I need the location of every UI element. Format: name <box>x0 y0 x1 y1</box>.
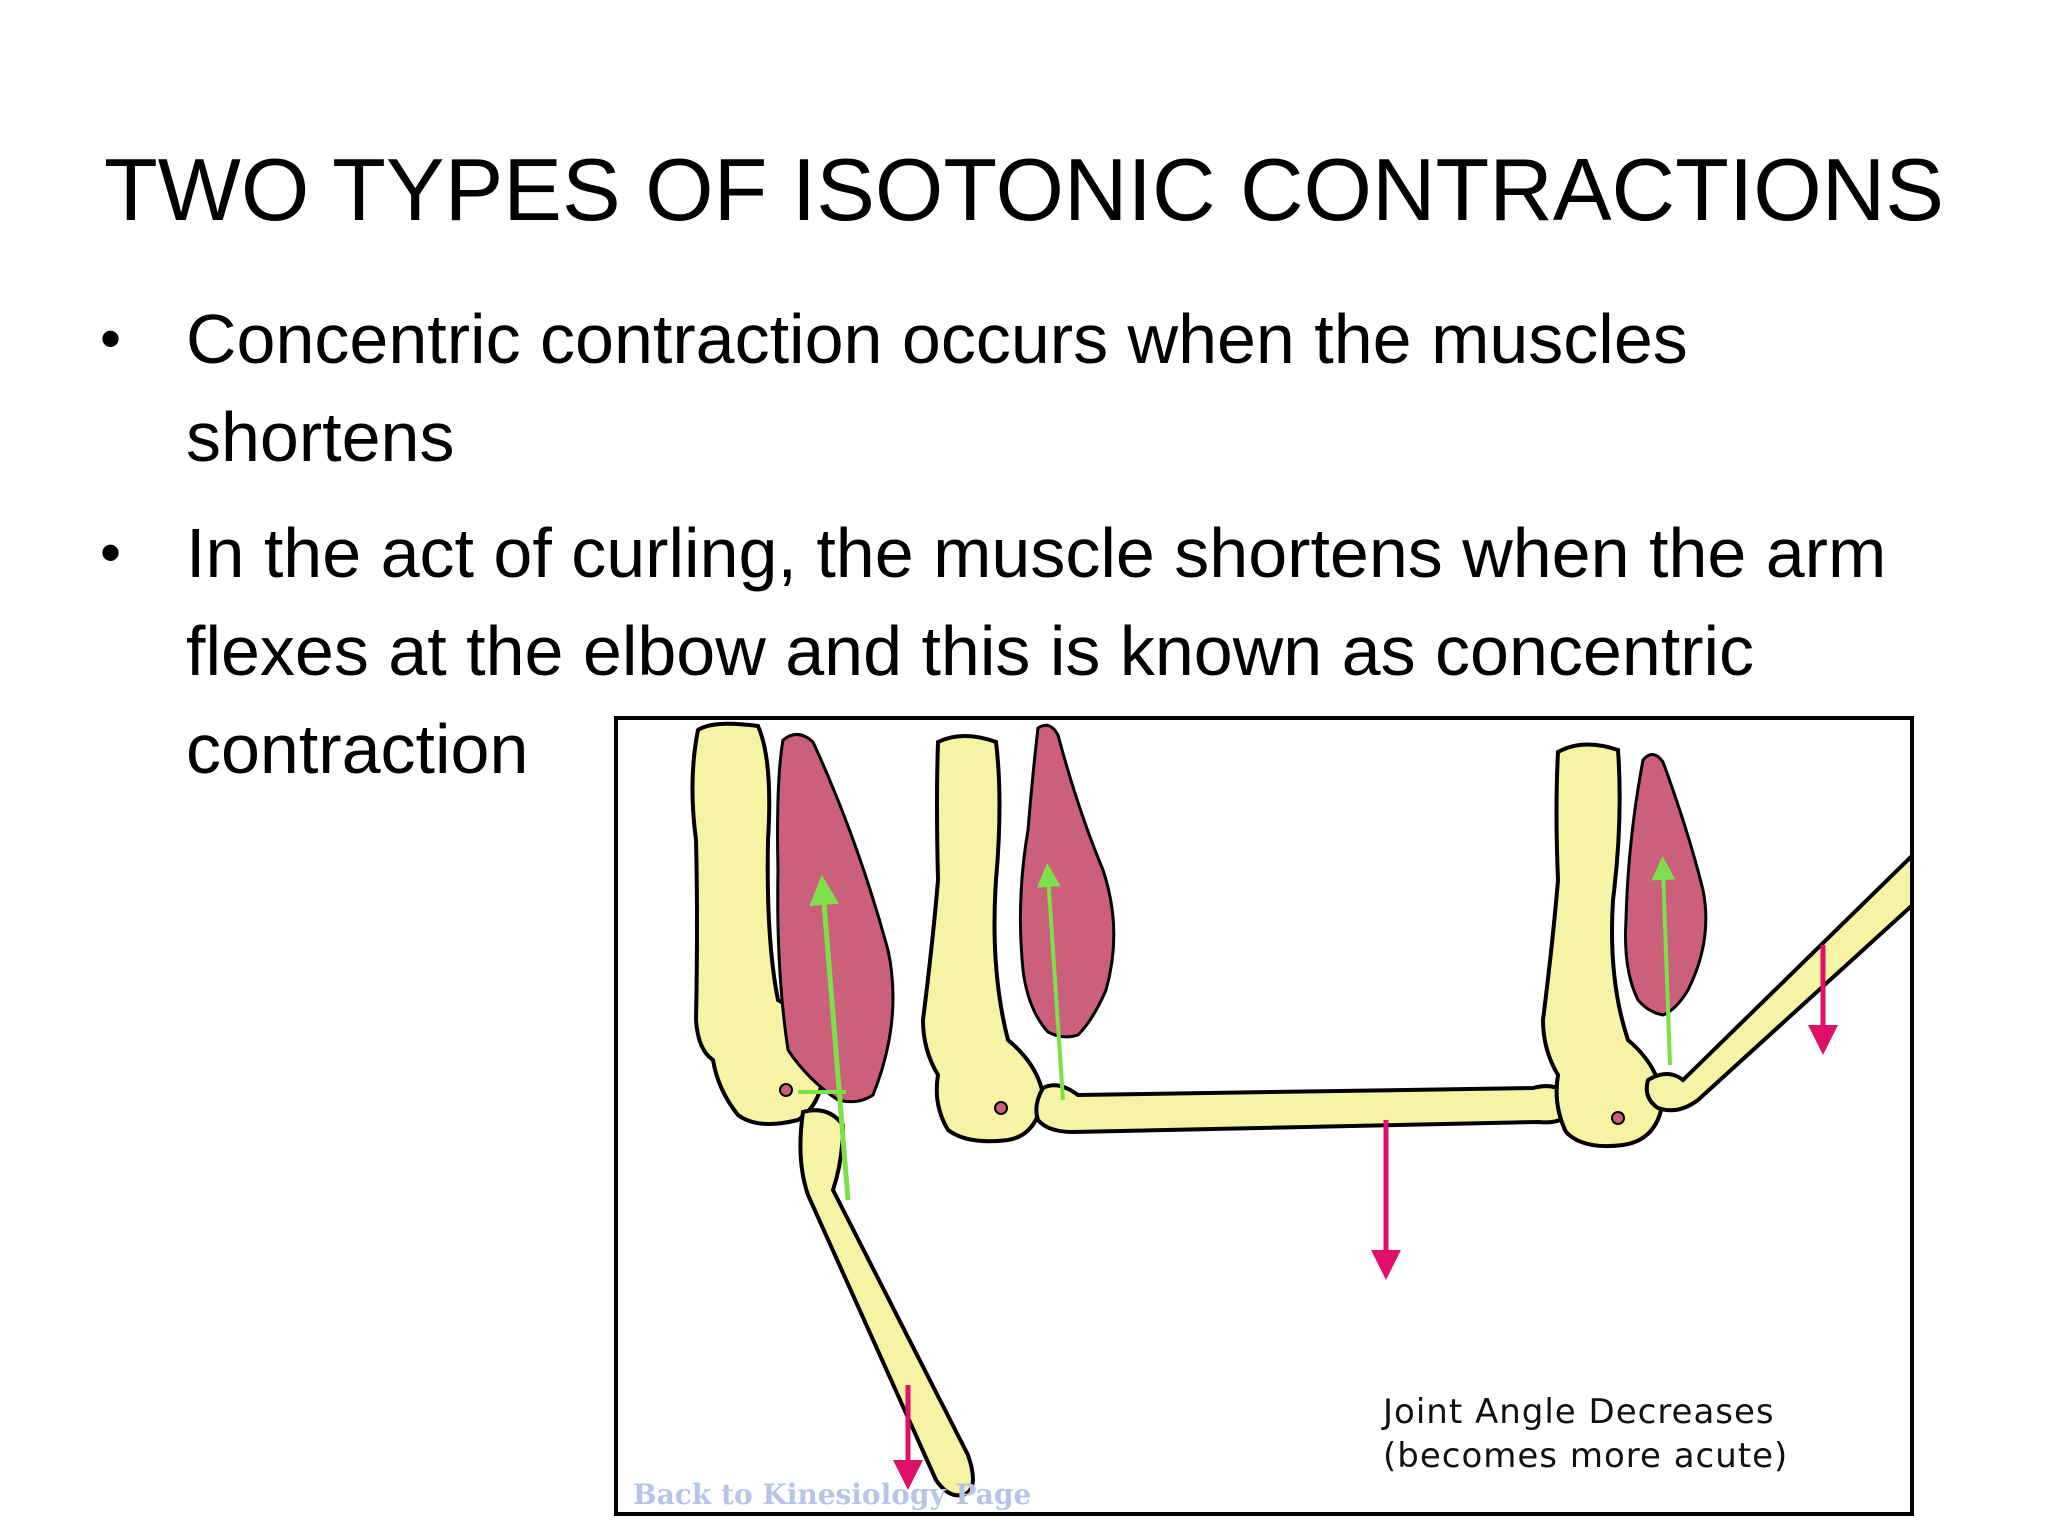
biceps-muscle <box>1018 723 1116 1039</box>
bullet-text-line: Concentric contraction occurs when the m… <box>186 300 1688 378</box>
caption-line: (becomes more acute) <box>1383 1436 1789 1476</box>
diagram-caption: Joint Angle Decreases (becomes more acut… <box>1383 1390 1788 1478</box>
humerus-bone <box>920 734 1046 1144</box>
bullet-text-line: shortens <box>186 398 455 476</box>
elbow-flexion-diagram: Joint Angle Decreases (becomes more acut… <box>614 716 1914 1516</box>
bullet-marker: • <box>100 305 122 372</box>
arm-horizontal <box>920 723 1576 1280</box>
bullet-text-line: contraction <box>186 710 529 788</box>
bullet-item: • In the act of curling, the muscle shor… <box>100 504 2020 798</box>
arm-extended <box>690 721 975 1498</box>
biceps-muscle <box>776 733 895 1104</box>
back-to-kinesiology-link[interactable]: Back to Kinesiology Page <box>633 1478 1032 1511</box>
bullet-text-line: In the act of curling, the muscle shorte… <box>186 514 1887 592</box>
bullet-text-line: flexes at the elbow and this is known as… <box>186 612 1755 690</box>
elbow-flexion-illustration <box>690 721 1910 1498</box>
humerus-bone <box>1540 742 1666 1149</box>
bullet-marker: • <box>100 519 122 586</box>
arm-flexed <box>1540 742 1910 1149</box>
caption-line: Joint Angle Decreases <box>1383 1392 1775 1432</box>
forearm-bone <box>1644 855 1910 1113</box>
bullet-item: • Concentric contraction occurs when the… <box>100 290 2020 486</box>
forearm-bone <box>798 1108 975 1498</box>
slide-title: TWO TYPES OF ISOTONIC CONTRACTIONS <box>104 140 1944 239</box>
bullet-list: • Concentric contraction occurs when the… <box>100 290 2020 798</box>
forearm-bone <box>1034 1083 1576 1135</box>
biceps-muscle <box>1624 753 1708 1017</box>
